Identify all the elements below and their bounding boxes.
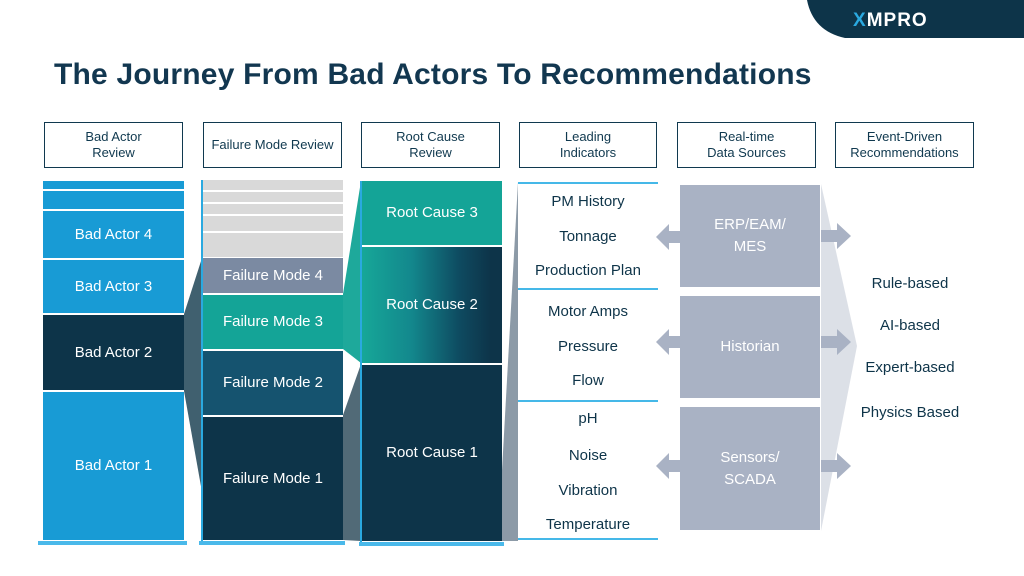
- block-bad-actor-2: Bad Actor 2: [43, 315, 184, 390]
- box-erp-eam-mes: ERP/EAM/ MES: [680, 185, 820, 287]
- bad-actor-strip: [43, 181, 184, 189]
- block-failure-mode-3: Failure Mode 3: [203, 295, 343, 349]
- banner-shape: [807, 0, 1024, 38]
- column-header-leading-indicators: Leading Indicators: [519, 122, 657, 168]
- block-bad-actor-4: Bad Actor 4: [43, 211, 184, 258]
- indicator-divider: [518, 182, 658, 184]
- header-line: Root Cause: [396, 128, 465, 144]
- indicator-production-plan: Production Plan: [535, 261, 641, 279]
- header-line: Bad Actor: [85, 128, 142, 144]
- block-bad-actor-1: Bad Actor 1: [43, 392, 184, 540]
- column-bottom-edge: [38, 541, 187, 545]
- failure-mode-strip: [203, 204, 343, 214]
- column-header-event-driven-recommendations: Event-Driven Recommendations: [835, 122, 974, 168]
- box-line: SCADA: [724, 470, 776, 488]
- column-left-edge: [360, 181, 362, 546]
- block-failure-mode-4: Failure Mode 4: [203, 258, 343, 293]
- header-line: Recommendations: [850, 145, 959, 160]
- header-line: Data Sources: [707, 145, 786, 160]
- funnel-badactor-to-failuremode: [184, 258, 202, 492]
- recommendation-rule-based: Rule-based: [871, 274, 949, 292]
- block-failure-mode-1: Failure Mode 1: [203, 417, 343, 540]
- indicator-pressure: Pressure: [557, 337, 619, 355]
- indicator-divider: [518, 538, 658, 540]
- box-historian: Historian: [680, 296, 820, 398]
- page-title: The Journey From Bad Actors To Recommend…: [54, 58, 812, 91]
- block-root-cause-1: Root Cause 1: [362, 365, 502, 541]
- indicator-pm-history: PM History: [551, 192, 625, 210]
- column-bottom-edge: [359, 542, 504, 546]
- arrow-left-icon: [656, 453, 681, 479]
- box-line: MES: [733, 238, 767, 255]
- header-line: Review: [409, 145, 452, 160]
- header-line: Indicators: [559, 145, 617, 160]
- indicator-temperature: Temperature: [545, 515, 631, 533]
- failure-mode-strip: [203, 233, 343, 257]
- arrow-right-icon: [821, 453, 851, 479]
- header-line: Real-time: [718, 128, 775, 144]
- box-line: Historian: [720, 338, 780, 356]
- arrow-right-icon: [821, 223, 851, 249]
- block-failure-mode-2: Failure Mode 2: [203, 351, 343, 415]
- logo-x: X: [853, 10, 867, 31]
- funnel-rootcause-to-indicators: [502, 182, 518, 541]
- recommendation-physics-based: Physics Based: [860, 403, 960, 421]
- failure-mode-strip: [203, 192, 343, 202]
- header-line: Review: [92, 145, 135, 160]
- block-bad-actor-3: Bad Actor 3: [43, 260, 184, 313]
- funnel-failuremode-to-rootcause-teal: [343, 181, 361, 363]
- xmpro-banner: XMPRO: [807, 0, 1024, 38]
- header-line: Leading: [564, 128, 612, 144]
- indicator-ph: pH: [578, 409, 598, 427]
- column-left-edge: [201, 180, 203, 545]
- indicator-tonnage: Tonnage: [559, 227, 617, 245]
- failure-mode-strip: [203, 216, 343, 231]
- header-line: Event-Driven: [866, 128, 943, 144]
- column-header-bad-actor-review: Bad Actor Review: [44, 122, 183, 168]
- column-header-failure-mode-review: Failure Mode Review: [203, 122, 342, 168]
- indicator-flow: Flow: [572, 371, 604, 389]
- bad-actor-strip: [43, 191, 184, 209]
- svg-text:XMPRO: XMPRO: [853, 10, 928, 31]
- block-root-cause-2: Root Cause 2: [362, 247, 502, 363]
- arrow-left-icon: [656, 224, 681, 250]
- recommendation-expert-based: Expert-based: [865, 358, 955, 376]
- indicator-vibration: Vibration: [558, 481, 618, 499]
- arrow-left-icon: [656, 329, 681, 355]
- block-root-cause-3: Root Cause 3: [362, 181, 502, 245]
- failure-mode-strip: [203, 180, 343, 190]
- box-sensors-scada: Sensors/ SCADA: [680, 407, 820, 530]
- logo-mpro: MPRO: [867, 10, 928, 31]
- indicator-noise: Noise: [568, 446, 608, 464]
- column-header-realtime-data-sources: Real-time Data Sources: [677, 122, 816, 168]
- box-line: Sensors/: [720, 448, 780, 466]
- header-line: Failure Mode Review: [211, 136, 334, 152]
- column-header-root-cause-review: Root Cause Review: [361, 122, 500, 168]
- indicator-divider: [518, 400, 658, 402]
- funnel-failuremode-to-rootcause-dark: [343, 364, 361, 541]
- indicator-motor-amps: Motor Amps: [547, 302, 629, 320]
- indicator-divider: [518, 288, 658, 290]
- box-line: ERP/EAM/: [714, 216, 786, 234]
- column-bottom-edge: [199, 541, 345, 545]
- recommendation-ai-based: AI-based: [879, 316, 941, 334]
